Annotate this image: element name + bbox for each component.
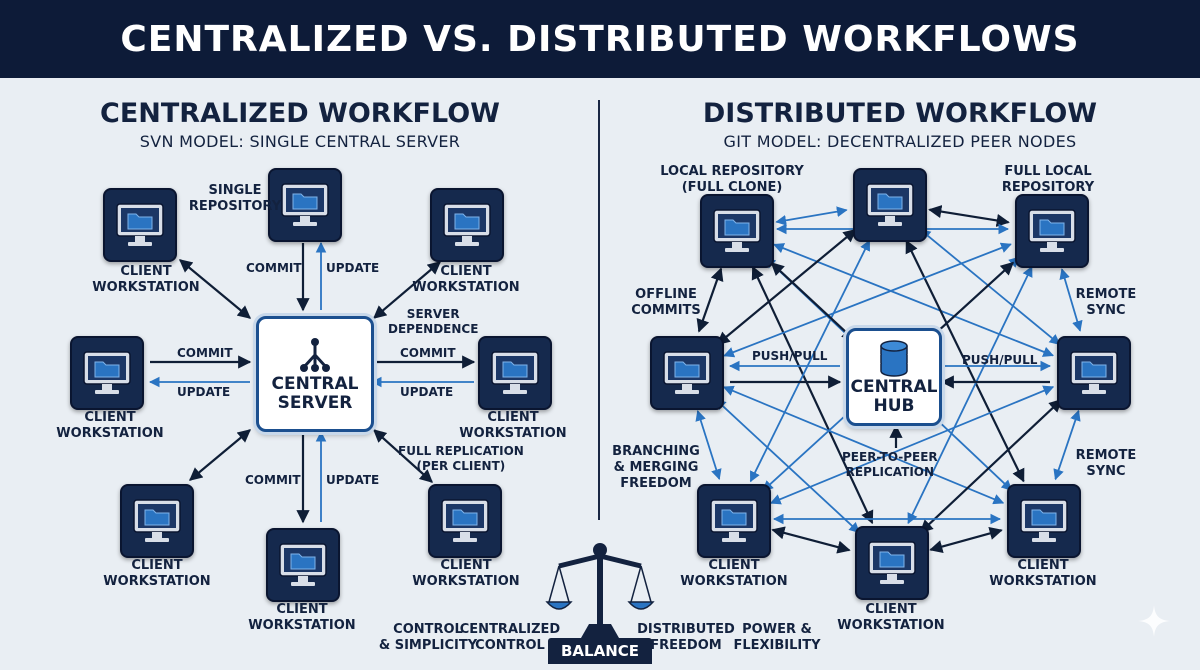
monitor-folder-icon bbox=[491, 351, 539, 394]
centralized-arrows bbox=[148, 241, 476, 524]
network-tree-icon bbox=[300, 338, 330, 372]
centralized-title: CENTRALIZED WORKFLOW bbox=[100, 98, 500, 129]
monitor-folder-icon bbox=[710, 499, 758, 542]
repository-node bbox=[268, 168, 342, 242]
monitor-folder-icon bbox=[1070, 351, 1118, 394]
client-label: CLIENT WORKSTATION bbox=[103, 558, 211, 589]
connection-arrow bbox=[695, 410, 722, 480]
commit-label: COMMIT bbox=[245, 473, 301, 487]
monitor-folder-icon bbox=[443, 203, 491, 246]
peer-node bbox=[1057, 336, 1131, 410]
peer-node bbox=[1007, 484, 1081, 558]
power-flexibility-label: POWER & FLEXIBILITY bbox=[733, 622, 821, 653]
client-node bbox=[103, 188, 177, 262]
update-label: UPDATE bbox=[326, 473, 380, 487]
monitor-folder-icon bbox=[713, 209, 761, 252]
update-label: UPDATE bbox=[177, 385, 231, 399]
remote-sync-label: REMOTE SYNC bbox=[1075, 287, 1137, 318]
connection-arrow bbox=[928, 205, 1010, 227]
full-local-repo-label: FULL LOCAL REPOSITORY bbox=[1001, 164, 1095, 195]
client-label: CLIENT WORKSTATION bbox=[459, 410, 567, 441]
client-label: CLIENT WORKSTATION bbox=[680, 558, 788, 589]
branching-label: BRANCHING & MERGING FREEDOM bbox=[612, 444, 700, 491]
distributed-subtitle: GIT MODEL: DECENTRALIZED PEER NODES bbox=[723, 132, 1077, 151]
connection-arrow bbox=[771, 526, 851, 554]
client-label: CLIENT WORKSTATION bbox=[92, 264, 200, 295]
monitor-folder-icon bbox=[133, 499, 181, 542]
peer-node bbox=[697, 484, 771, 558]
distributed-title: DISTRIBUTED WORKFLOW bbox=[702, 98, 1098, 129]
peer-node bbox=[700, 194, 774, 268]
remote-sync-label: REMOTE SYNC bbox=[1075, 448, 1137, 479]
monitor-folder-icon bbox=[441, 499, 489, 542]
connection-arrow bbox=[696, 267, 724, 333]
scales-icon bbox=[545, 543, 655, 638]
client-label: CLIENT WORKSTATION bbox=[989, 558, 1097, 589]
connection-arrow bbox=[775, 206, 848, 226]
push-pull-label: PUSH/PULL bbox=[962, 353, 1038, 367]
connection-arrow bbox=[770, 262, 856, 341]
monitor-folder-icon bbox=[279, 543, 327, 586]
client-label: CLIENT WORKSTATION bbox=[56, 410, 164, 441]
client-label: CLIENT WORKSTATION bbox=[412, 264, 520, 295]
connection-arrow bbox=[373, 429, 433, 483]
client-node bbox=[478, 336, 552, 410]
monitor-folder-icon bbox=[83, 351, 131, 394]
peer-node bbox=[853, 168, 927, 242]
peer-node bbox=[855, 526, 929, 600]
control-simplicity-label: CONTROL & SIMPLICITY bbox=[378, 622, 478, 653]
monitor-folder-icon bbox=[1020, 499, 1068, 542]
central-server: CENTRAL SERVER bbox=[256, 316, 374, 432]
sparkle-icon bbox=[1138, 605, 1170, 637]
monitor-folder-icon bbox=[866, 183, 914, 226]
connection-arrow bbox=[1059, 268, 1083, 332]
update-label: UPDATE bbox=[326, 261, 380, 275]
repository-label: SINGLE REPOSITORY bbox=[188, 183, 282, 214]
central-hub: CENTRAL HUB bbox=[846, 328, 942, 426]
page-title: CENTRALIZED VS. DISTRIBUTED WORKFLOWS bbox=[0, 0, 1200, 78]
central-server-label: CENTRAL SERVER bbox=[271, 374, 359, 413]
client-node bbox=[70, 336, 144, 410]
connection-arrow bbox=[188, 429, 252, 481]
commit-label: COMMIT bbox=[400, 346, 456, 360]
commit-label: COMMIT bbox=[246, 261, 302, 275]
peer-node bbox=[650, 336, 724, 410]
monitor-folder-icon bbox=[663, 351, 711, 394]
distributed-arrows bbox=[695, 205, 1083, 554]
connection-arrow bbox=[929, 526, 1003, 554]
monitor-folder-icon bbox=[116, 203, 164, 246]
connection-arrow bbox=[919, 398, 1063, 534]
client-label: CLIENT WORKSTATION bbox=[837, 602, 945, 633]
local-repo-label: LOCAL REPOSITORY (FULL CLONE) bbox=[660, 164, 804, 195]
balance-label: BALANCE bbox=[548, 638, 652, 664]
peer-replication-label: PEER-TO-PEER REPLICATION bbox=[842, 450, 938, 479]
client-node bbox=[430, 188, 504, 262]
offline-commits-label: OFFLINE COMMITS bbox=[631, 287, 701, 318]
monitor-folder-icon bbox=[1028, 209, 1076, 252]
panel-divider bbox=[598, 100, 600, 520]
connection-arrow bbox=[926, 261, 1015, 342]
client-node bbox=[428, 484, 502, 558]
database-icon bbox=[880, 340, 908, 377]
server-dependence-label: SERVER DEPENDENCE bbox=[388, 307, 479, 336]
connection-arrow bbox=[372, 261, 442, 319]
client-node bbox=[266, 528, 340, 602]
distributed-freedom-label: DISTRIBUTED FREEDOM bbox=[637, 622, 735, 653]
monitor-folder-icon bbox=[281, 183, 329, 226]
client-node bbox=[120, 484, 194, 558]
monitor-folder-icon bbox=[868, 541, 916, 584]
central-hub-label: CENTRAL HUB bbox=[850, 377, 938, 416]
peer-node bbox=[1015, 194, 1089, 268]
commit-label: COMMIT bbox=[177, 346, 233, 360]
push-pull-label: PUSH/PULL bbox=[752, 349, 828, 363]
centralized-subtitle: SVN MODEL: SINGLE CENTRAL SERVER bbox=[139, 132, 461, 151]
update-label: UPDATE bbox=[400, 385, 454, 399]
client-label: CLIENT WORKSTATION bbox=[412, 558, 520, 589]
client-label: CLIENT WORKSTATION bbox=[248, 602, 356, 633]
full-replication-label: FULL REPLICATION (PER CLIENT) bbox=[398, 444, 524, 473]
connection-arrow bbox=[178, 259, 252, 319]
centralized-control-label: CENTRALIZED CONTROL bbox=[459, 622, 561, 653]
